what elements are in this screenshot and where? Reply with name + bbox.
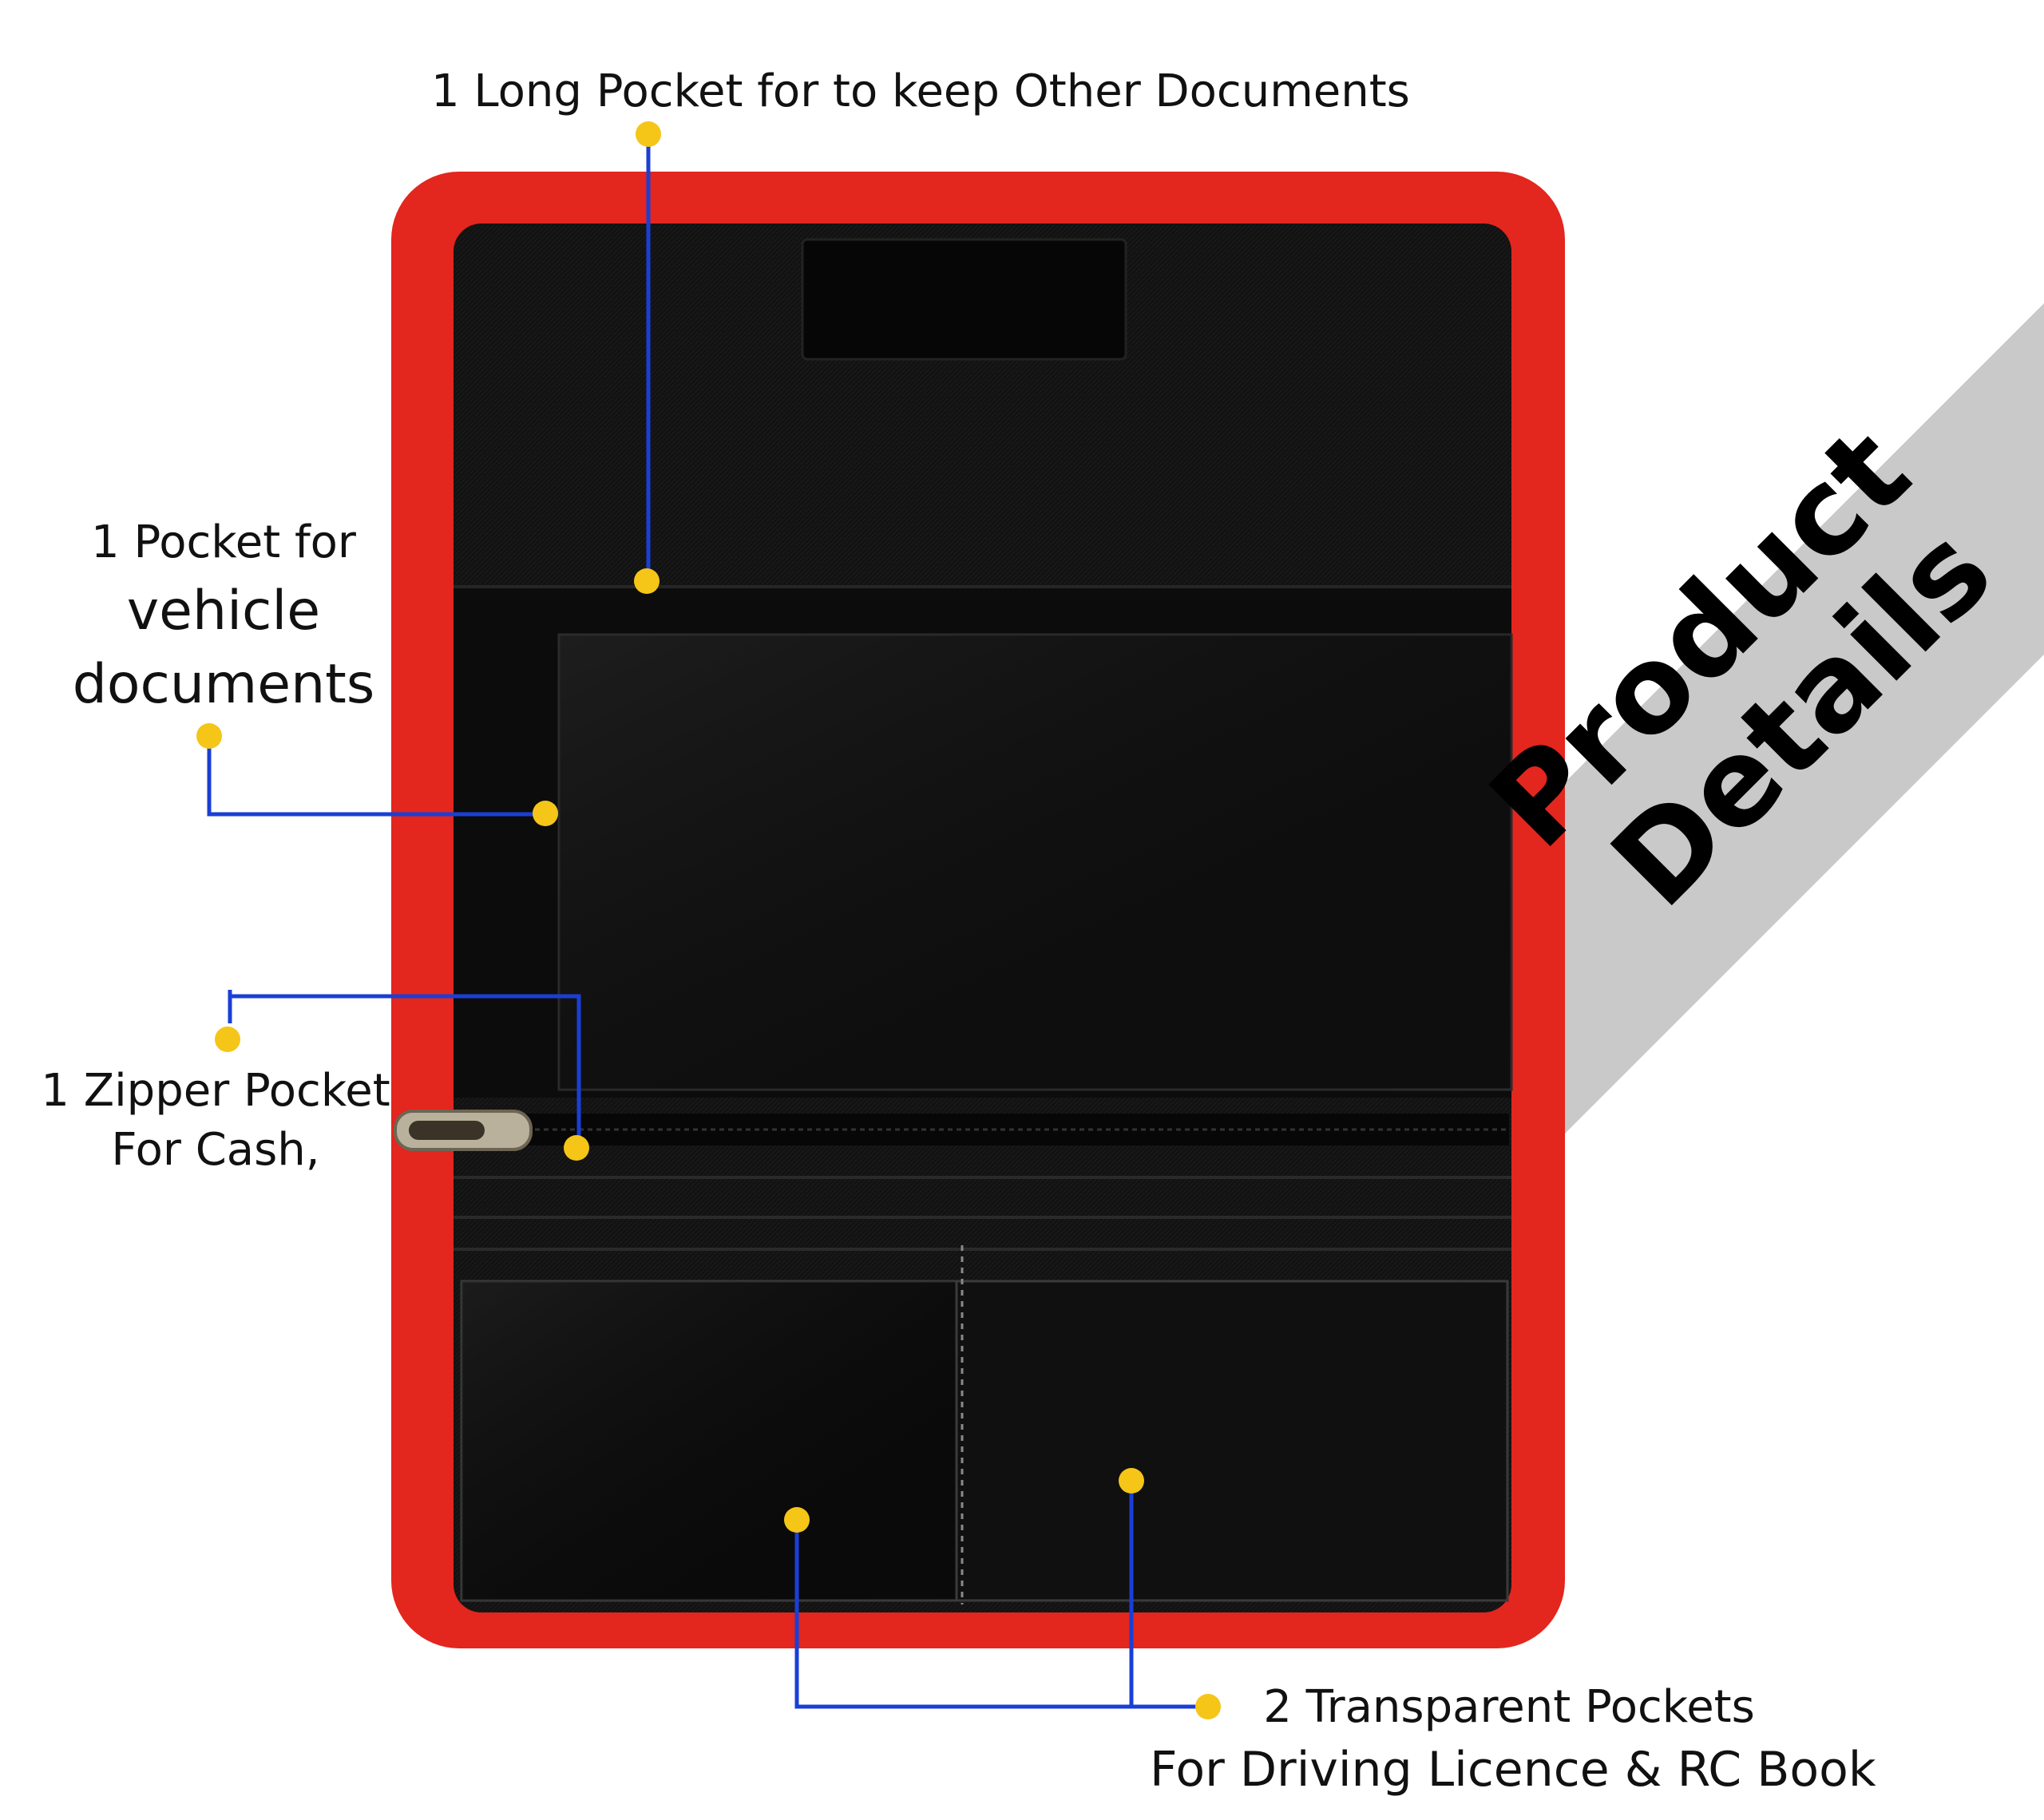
callout-vehicle-pocket: 1 Pocket for vehicle documents [64,511,383,722]
marker-dot-pocket-right [1119,1468,1144,1494]
marker-dots [196,121,1221,1719]
document-wallet [391,172,1565,1648]
transparent-pocket-right [955,1280,1509,1602]
marker-dot-vehicle-label [196,723,222,749]
marker-dot-zipper [564,1135,589,1161]
callout-transparent-pockets: 2 Transparent Pockets For Driving Licenc… [1150,1676,1876,1801]
velcro-strip [801,238,1127,361]
callout-long-pocket-text: 1 Long Pocket for to keep Other Document… [431,65,1410,117]
callout-zipper-pocket: 1 Zipper Pocket For Cash, [32,1062,399,1180]
leader-lines [207,134,1208,1709]
callout-vehicle-line-2: vehicle [126,580,321,643]
marker-dot-long-top [636,121,661,147]
callout-vehicle-line-1: 1 Pocket for [91,516,356,568]
product-details-banner [1549,303,2044,1149]
marker-dot-pocket-left [784,1507,810,1533]
callout-transparent-line-2: For Driving Licence & RC Book [1150,1742,1876,1798]
leader-line-zipper-pocket [228,990,581,1148]
callout-zipper-line-2: For Cash, [111,1124,320,1176]
marker-dot-transparent-label [1195,1694,1221,1719]
leader-line-vehicle-pocket [207,736,545,817]
leader-line-transparent-pockets [794,1521,1208,1709]
callout-vehicle-line-3: documents [72,653,375,716]
callout-long-pocket: 1 Long Pocket for to keep Other Document… [431,65,1410,117]
marker-dot-vehicle-pocket [533,801,558,826]
callout-zipper-line-1: 1 Zipper Pocket [41,1065,390,1117]
zipper-pull [394,1110,533,1151]
marker-dot-zipper-label [215,1027,240,1052]
callout-transparent-line-1: 2 Transparent Pockets [1263,1681,1755,1733]
marker-dot-long-pocket [634,568,660,594]
